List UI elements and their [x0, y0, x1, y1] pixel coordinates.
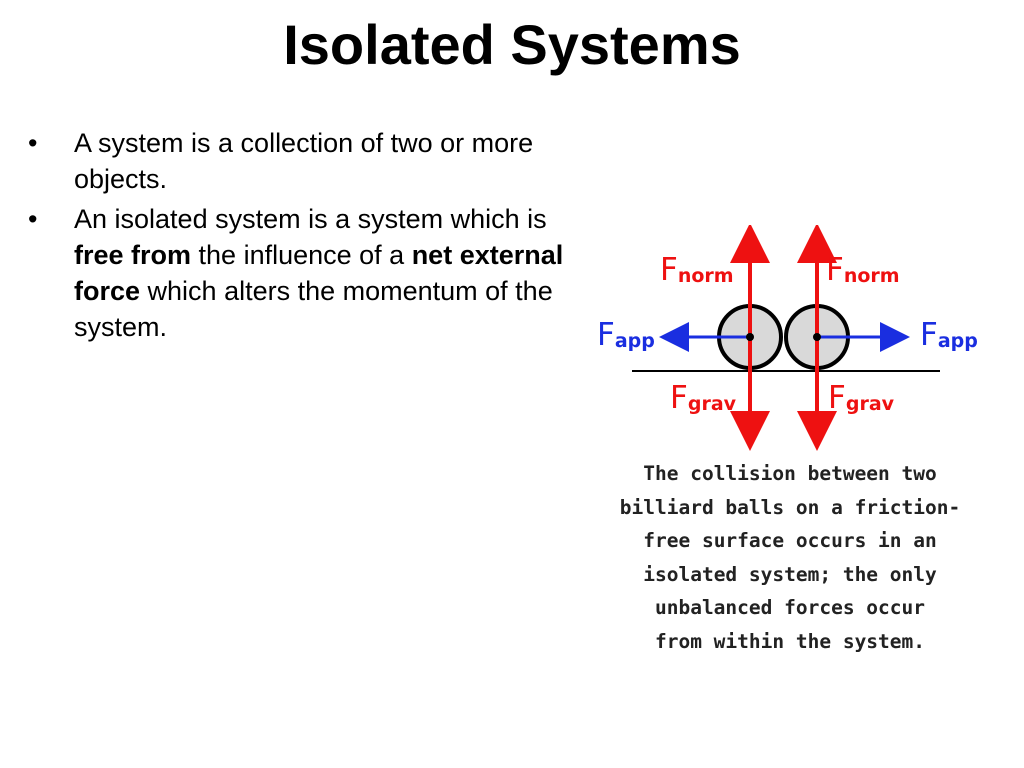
- force-subscript: norm: [677, 265, 734, 287]
- bullet-text: An isolated system is a system which is: [74, 204, 547, 234]
- bullet-dot-icon: •: [28, 128, 38, 158]
- slide-title: Isolated Systems: [283, 13, 741, 76]
- caption-line: The collision between two: [643, 462, 937, 485]
- force-subscript: grav: [845, 393, 895, 415]
- label-fapp-right: Fapp: [920, 320, 978, 351]
- force-subscript: app: [614, 330, 655, 352]
- ball-center-dot-left: [746, 333, 754, 341]
- force-subscript: app: [937, 330, 978, 352]
- bullet-text: the influence of a: [191, 240, 412, 270]
- force-symbol: F: [828, 380, 846, 416]
- ball-center-dot-right: [813, 333, 821, 341]
- force-subscript: norm: [843, 265, 900, 287]
- bullet-text: which alters the momentum of the system.: [74, 276, 553, 342]
- billiard-collision-figure: Fnorm Fnorm Fapp Fapp Fgrav Fgrav The co…: [590, 225, 990, 655]
- bullet-dot-icon: •: [28, 204, 38, 234]
- label-fnorm-right: Fnorm: [826, 255, 900, 286]
- caption-line: billiard balls on a friction-: [619, 495, 961, 519]
- bullet-text: A system is a collection of two or more …: [74, 128, 534, 194]
- label-fgrav-right: Fgrav: [828, 383, 894, 414]
- force-symbol: F: [920, 317, 938, 353]
- bullet-item-1: • A system is a collection of two or mor…: [28, 125, 573, 197]
- bullet-item-2: • An isolated system is a system which i…: [28, 201, 573, 345]
- label-fapp-left: Fapp: [597, 320, 655, 351]
- force-diagram: [632, 225, 940, 451]
- bold-term-free-from: free from: [74, 240, 192, 270]
- caption-line: isolated system; the only: [643, 562, 937, 586]
- force-symbol: F: [597, 317, 615, 353]
- force-symbol: F: [660, 252, 678, 288]
- bold-term-net-external-force: net external force: [74, 240, 564, 306]
- caption-line: unbalanced forces occur: [654, 596, 926, 620]
- force-symbol: F: [826, 252, 844, 288]
- caption-line: free surface occurs in an: [643, 529, 937, 553]
- force-subscript: grav: [687, 393, 737, 415]
- force-symbol: F: [670, 380, 688, 416]
- label-fgrav-left: Fgrav: [670, 383, 736, 414]
- caption-line: from within the system.: [654, 629, 926, 653]
- label-fnorm-left: Fnorm: [660, 255, 734, 286]
- figure-caption: The collision between two billiard balls…: [590, 457, 990, 659]
- bullet-list: • A system is a collection of two or mor…: [28, 125, 573, 349]
